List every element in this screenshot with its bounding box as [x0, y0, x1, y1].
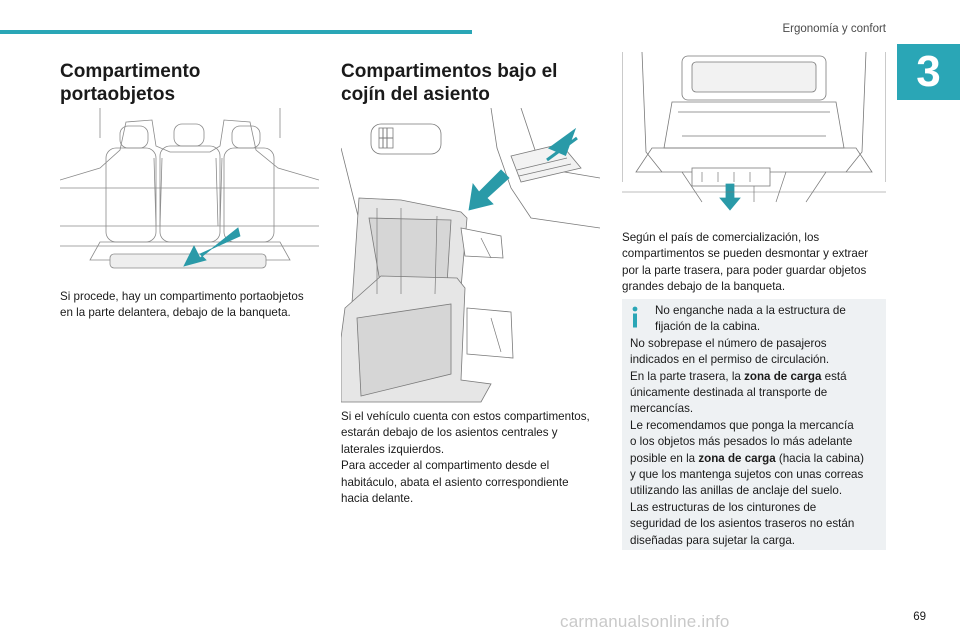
info-note-box: No enganche nada a la estructura de fija… — [622, 299, 886, 550]
info-note-text: No enganche nada a la estructura de fija… — [630, 304, 864, 547]
chapter-number-tab: 3 — [897, 44, 960, 100]
front-storage-illustration — [60, 108, 319, 278]
vehicle-topview-icon — [370, 123, 442, 155]
section-title: Ergonomía y confort — [782, 23, 886, 35]
watermark: carmanualsonline.info — [560, 612, 730, 631]
heading-compartimentos-bajo-cojin: Compartimentos bajo el cojín del asiento — [341, 61, 558, 105]
paragraph-front-storage: Si procede, hay un compartimento portaob… — [60, 290, 304, 320]
heading-compartimento-portaobjetos: Compartimento portaobjetos — [60, 61, 201, 105]
paragraph-rear-removal: Según el país de comercialización, los c… — [622, 231, 869, 294]
under-seat-compartments-illustration — [341, 108, 600, 404]
page-number: 69 — [913, 611, 926, 623]
highlight-zona-de-carga: zona de carga — [698, 451, 776, 465]
header-accent-bar — [0, 30, 472, 34]
info-icon — [632, 306, 638, 328]
highlight-zona-de-carga: zona de carga — [744, 369, 822, 383]
paragraph-under-seat: Si el vehículo cuenta con estos comparti… — [341, 410, 590, 506]
rear-removal-illustration — [622, 52, 886, 220]
